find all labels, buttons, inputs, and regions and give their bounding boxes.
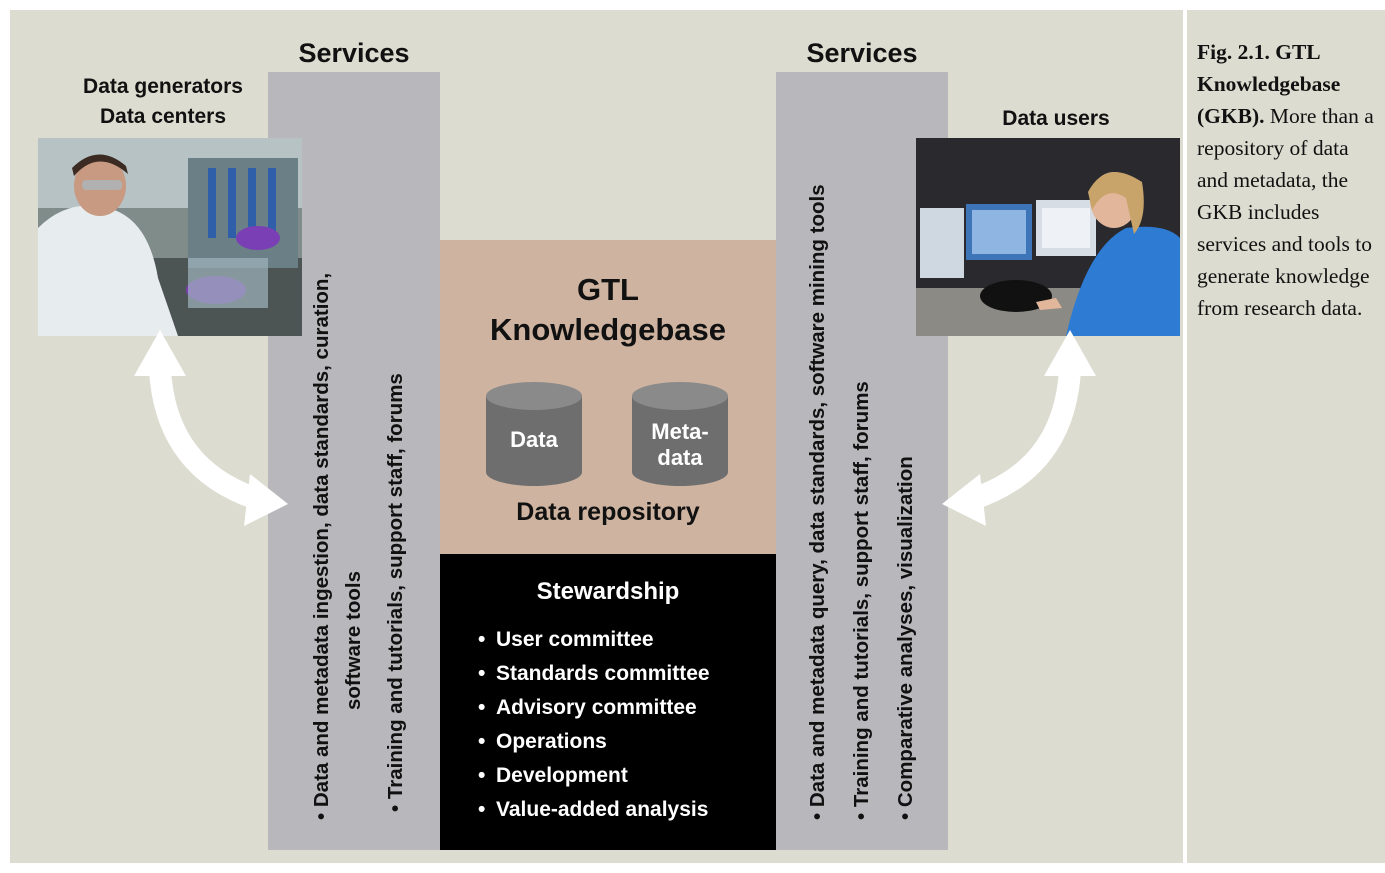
kb-title-line-1: GTL bbox=[577, 272, 639, 307]
db-data-label: Data bbox=[510, 427, 558, 452]
stewardship-item: • Standards committee bbox=[478, 662, 710, 686]
caption-text: More than a repository of data and metad… bbox=[1197, 104, 1374, 320]
bullet-dot: • bbox=[478, 798, 486, 821]
stewardship-item-label: Development bbox=[496, 764, 628, 787]
stewardship-item-label: Standards committee bbox=[496, 662, 710, 685]
data-generators-label: Data generators Data centers bbox=[40, 72, 286, 132]
kb-title-line-2: Knowledgebase bbox=[490, 312, 726, 347]
left-services-bullet-1-line-2: software tools bbox=[342, 571, 365, 710]
db-metadata-label-line-1: Meta- bbox=[651, 419, 709, 444]
bullet-dot: • bbox=[478, 764, 486, 787]
bullet-dot: • bbox=[478, 696, 486, 719]
stewardship-box: Stewardship • User committee • Standards co… bbox=[440, 554, 776, 850]
db-metadata-label-line-2: data bbox=[657, 445, 703, 470]
stewardship-item-label: Operations bbox=[496, 730, 607, 753]
stewardship-item: • Advisory committee bbox=[478, 696, 697, 720]
data-user-photo bbox=[916, 138, 1180, 336]
caption-label: Fig. 2.1. GTL Knowledgebase (GKB). bbox=[1197, 40, 1341, 128]
caption-panel bbox=[1187, 10, 1385, 863]
bullet-dot: • bbox=[478, 662, 486, 685]
data-repository-label: Data repository bbox=[516, 498, 700, 526]
data-users-label: Data users bbox=[1002, 107, 1110, 130]
bullet-dot: • bbox=[478, 730, 486, 753]
stewardship-title: Stewardship bbox=[536, 578, 680, 605]
right-services-bullet-3: • Comparative analyses, visualization bbox=[894, 456, 917, 820]
figure-caption: Fig. 2.1. GTL Knowledgebase (GKB). More … bbox=[1197, 36, 1379, 324]
database-icon bbox=[486, 382, 582, 486]
lab-scientist-photo bbox=[38, 138, 302, 336]
bullet-dot: • bbox=[478, 628, 486, 651]
stewardship-item: • User committee bbox=[478, 628, 654, 652]
knowledgebase-box: GTL Knowledgebase Data Meta- data Data r… bbox=[440, 240, 776, 554]
stewardship-item: • Value-added analysis bbox=[478, 798, 708, 822]
double-arrow-right-icon bbox=[942, 330, 1096, 526]
data-generators-label-line-1: Data generators bbox=[83, 75, 243, 98]
stewardship-item: • Operations bbox=[478, 730, 607, 754]
right-services-bullet-2: • Training and tutorials, support staff,… bbox=[850, 381, 873, 820]
stewardship-item-label: Value-added analysis bbox=[496, 798, 709, 821]
stewardship-item-label: Advisory committee bbox=[496, 696, 697, 719]
stewardship-item: • Development bbox=[478, 764, 628, 788]
left-services-bullet-2: • Training and tutorials, support staff,… bbox=[384, 373, 407, 812]
data-generators-label-line-2: Data centers bbox=[99, 105, 227, 128]
right-services-bullet-1: • Data and metadata query, data standard… bbox=[806, 184, 829, 820]
left-services-title: Services bbox=[298, 38, 410, 68]
right-services-title: Services bbox=[806, 38, 918, 68]
double-arrow-left-icon bbox=[134, 330, 288, 526]
database-icon bbox=[632, 382, 728, 486]
left-services-bullet-1-line-1: • Data and metadata ingestion, data stan… bbox=[310, 272, 333, 820]
stewardship-item-label: User committee bbox=[496, 628, 654, 651]
